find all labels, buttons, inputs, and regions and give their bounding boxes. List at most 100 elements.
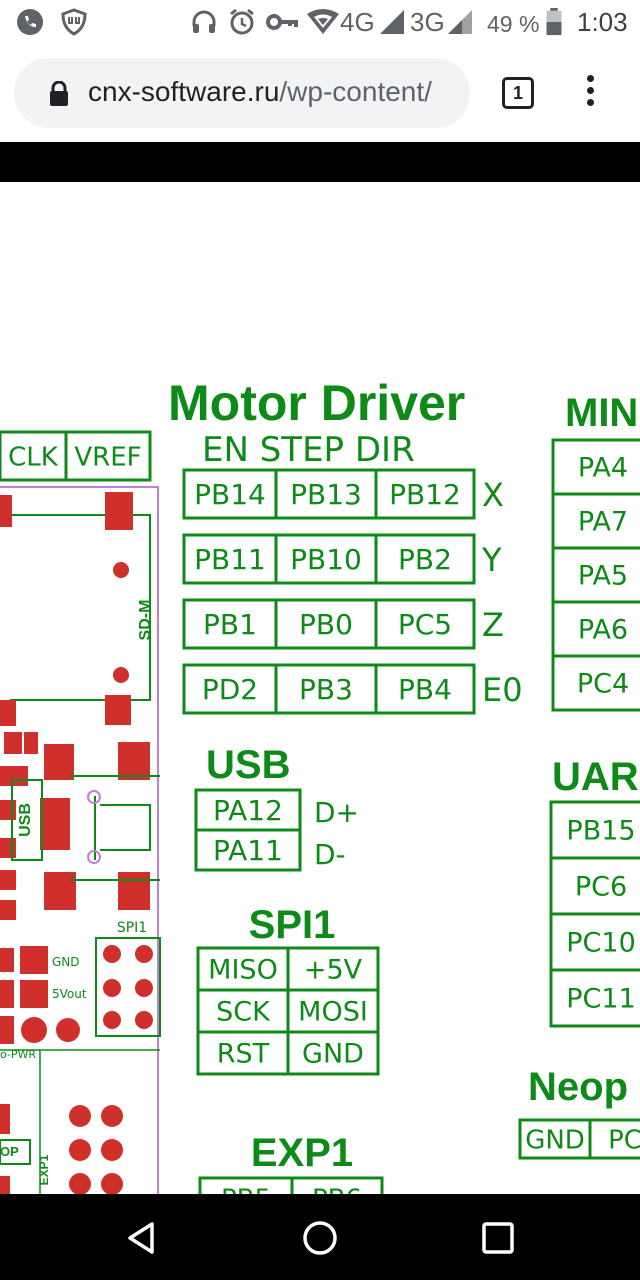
address-bar[interactable]: cnx-software.ru/wp-content/ — [14, 58, 470, 128]
pin-label: PB15 — [566, 816, 635, 847]
solder-pad — [20, 980, 48, 1008]
pin-label: PB5 — [221, 1184, 271, 1194]
pin-label: PA12 — [213, 794, 283, 827]
motor-pin-cell — [374, 533, 476, 585]
usb-signal-label: D+ — [314, 796, 359, 829]
via — [87, 850, 101, 864]
solder-pad — [69, 1105, 91, 1127]
exp1-small-label: EXP1 — [37, 1154, 51, 1185]
sd-slot-outline — [10, 514, 151, 701]
pin-label: PB2 — [398, 543, 452, 576]
spi1-header-outline — [95, 937, 161, 1037]
solder-pad — [44, 744, 74, 780]
pin-label: GND — [525, 1125, 585, 1155]
solder-pad — [40, 798, 70, 850]
pin-label: GND — [302, 1039, 364, 1070]
uart-pin-cell — [549, 968, 640, 1028]
usb-title: USB — [206, 743, 290, 787]
overflow-menu-button[interactable] — [576, 72, 604, 116]
via — [87, 790, 101, 804]
clock: 1:03 — [577, 7, 628, 37]
solder-pad — [113, 562, 129, 578]
solder-pad — [0, 870, 16, 890]
pin-label: PA6 — [578, 615, 628, 646]
url-text[interactable]: cnx-software.ru/wp-content/ — [88, 74, 464, 110]
pin-label: PB14 — [194, 478, 266, 511]
pin-label: CLK — [8, 442, 59, 472]
vref-label-box — [64, 430, 152, 482]
pin-label: PB12 — [389, 478, 461, 511]
usb-outline — [11, 779, 43, 861]
usb-traces — [70, 775, 160, 881]
wifi-icon — [307, 9, 339, 34]
pin-label: MISO — [208, 955, 278, 986]
solder-pad — [118, 872, 150, 910]
phone-icon — [17, 9, 43, 35]
pin-label: MOSI — [298, 997, 368, 1028]
pin-label: PB3 — [299, 673, 353, 706]
axis-label: X — [482, 476, 504, 514]
solder-pad — [105, 695, 131, 725]
solder-pad — [101, 1105, 123, 1127]
axis-label: Z — [482, 606, 504, 644]
min-pin-cell — [551, 654, 640, 712]
neop-pin-cell — [588, 1118, 640, 1160]
pwr-small-label: o-PWR — [0, 1048, 36, 1061]
solder-pad — [21, 1017, 47, 1043]
solder-pad — [0, 1176, 10, 1194]
solder-pad — [113, 667, 129, 683]
usb-signal-label: D- — [314, 838, 346, 871]
shield-icon — [61, 8, 87, 36]
solder-pad — [101, 1139, 123, 1161]
network-4g: 4G — [340, 7, 375, 37]
solder-pad — [135, 979, 153, 997]
home-icon[interactable] — [300, 1218, 340, 1258]
solder-pad — [105, 492, 133, 530]
op-small-label: OP — [0, 1144, 19, 1159]
solder-pad — [0, 800, 16, 820]
solder-pad — [103, 1011, 121, 1029]
pin-label: PB0 — [299, 608, 353, 641]
signal-icon — [448, 10, 472, 34]
tab-switcher-button[interactable]: 1 — [502, 77, 534, 109]
motor-driver-columns: EN STEP DIR — [202, 430, 415, 470]
motor-pin-cell — [374, 468, 476, 520]
exp1-title: EXP1 — [251, 1131, 353, 1175]
spi1-small-label: SPI1 — [117, 920, 147, 936]
key-icon — [266, 14, 298, 30]
solder-pad — [0, 900, 16, 920]
solder-pad — [103, 945, 121, 963]
solder-pad — [4, 732, 22, 754]
solder-pad — [0, 1104, 10, 1134]
solder-pad — [0, 495, 12, 527]
sdm-label: SD-M — [137, 600, 154, 641]
axis-label: Y — [481, 541, 502, 579]
back-icon[interactable] — [122, 1218, 162, 1258]
pin-label: +5V — [304, 955, 363, 986]
solder-pad — [0, 980, 14, 1008]
pin-label: PD2 — [202, 673, 258, 706]
uart-title: UAR — [552, 755, 639, 799]
lock-icon — [50, 81, 68, 106]
motor-pin-cell — [374, 598, 476, 650]
solder-pad — [24, 732, 38, 754]
usb-side-label: USB — [17, 803, 34, 837]
spi1-title: SPI1 — [249, 903, 336, 947]
pin-label: PB1 — [203, 608, 257, 641]
pin-label: RST — [217, 1039, 270, 1070]
solder-pad — [0, 948, 14, 972]
pin-label: PB6 — [312, 1184, 362, 1194]
pin-label: PA11 — [213, 834, 283, 867]
solder-pad — [0, 700, 16, 726]
battery-percent: 49 % — [487, 11, 540, 37]
alarm-icon — [230, 8, 254, 35]
navigation-bar — [0, 1194, 640, 1280]
pin-label: PB11 — [194, 543, 266, 576]
pin-label: PC5 — [398, 608, 452, 641]
status-bar: 4G 3G 49 % 1:03 — [0, 0, 640, 46]
gnd-small-label: GND — [52, 955, 80, 969]
recents-icon[interactable] — [478, 1218, 518, 1258]
motor-driver-title: Motor Driver — [168, 375, 465, 431]
network-3g: 3G — [410, 7, 445, 37]
